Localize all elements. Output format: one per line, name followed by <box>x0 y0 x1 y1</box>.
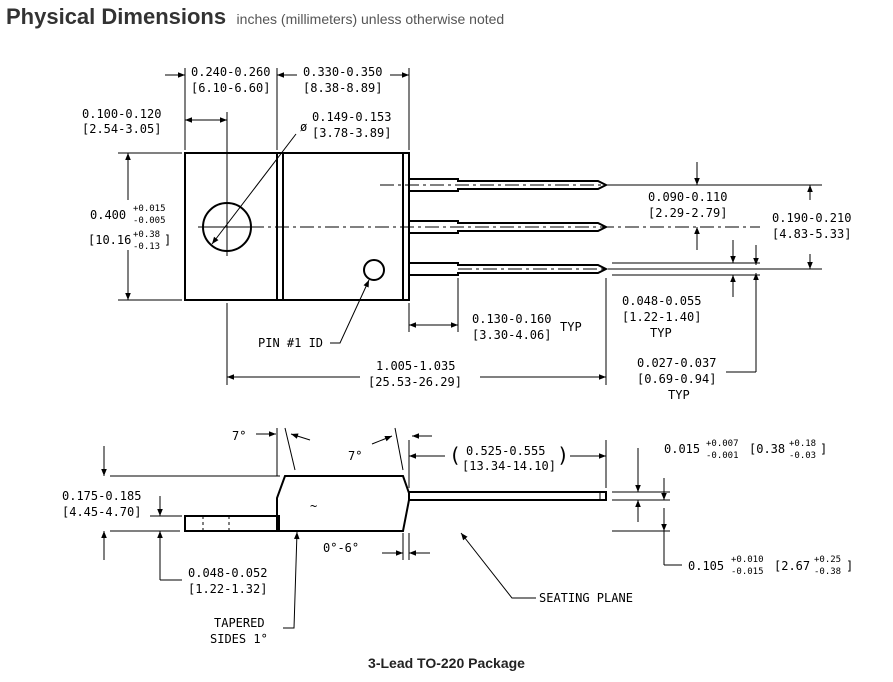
dim-tab-thickness: 0.048-0.052 <box>188 566 267 580</box>
dim-lead-width-mm: [0.69-0.94] <box>637 372 716 386</box>
dim-standoff-mm-minus: -0.38 <box>814 567 841 577</box>
dim-shoulder-width: 0.048-0.055 <box>622 294 701 308</box>
dim-lead-thickness: 0.015 <box>664 442 700 456</box>
dim-overall-length: 1.005-1.035 <box>376 359 455 373</box>
lead-3 <box>408 262 609 276</box>
dim-standoff-minus: -0.015 <box>731 567 764 577</box>
dim-standoff: 0.105 <box>688 559 724 573</box>
tilde-mark: ~ <box>310 499 317 513</box>
page-title: Physical Dimensions <box>6 4 227 29</box>
lead-1 <box>408 178 609 192</box>
seating-plane-label: SEATING PLANE <box>539 591 633 605</box>
dim-shoulder-length: 0.130-0.160 <box>472 312 551 326</box>
dim-lead-pitch-mm: [2.29-2.79] <box>648 206 727 220</box>
dim-lead-length-mm: [13.34-14.10] <box>462 459 556 473</box>
angle-left: 7° <box>232 429 246 443</box>
dim-lead-thickness-mm-close: ] <box>820 442 827 456</box>
dim-body-width: 0.330-0.350 <box>303 65 382 79</box>
dim-height-mm: [10.16 <box>88 233 131 247</box>
dim-lead-thickness-mm-minus: -0.03 <box>789 451 816 461</box>
dim-hole-diameter: 0.149-0.153 <box>312 110 391 124</box>
dim-shoulder-width-typ: TYP <box>650 326 672 340</box>
dim-hole-offset-mm: [2.54-3.05] <box>82 122 161 136</box>
top-view: 0.240-0.260 [6.10-6.60] 0.330-0.350 [8.3… <box>82 65 851 402</box>
dim-height-mm-tol-plus: +0.38 <box>133 230 160 240</box>
dim-standoff-plus: +0.010 <box>731 555 764 565</box>
tapered-sides-line2: SIDES 1° <box>210 632 268 646</box>
dim-hole-diameter-mm: [3.78-3.89] <box>312 126 391 140</box>
dim-lead-width-typ: TYP <box>668 388 690 402</box>
dim-tab-width: 0.240-0.260 <box>191 65 270 79</box>
header: Physical Dimensions inches (millimeters)… <box>6 4 504 30</box>
dim-lead-angle: 0°-6° <box>323 541 359 555</box>
hole-diameter-symbol: ø <box>300 120 307 134</box>
lead-2 <box>408 220 609 234</box>
dim-overall-length-mm: [25.53-26.29] <box>368 375 462 389</box>
angle-right: 7° <box>348 449 362 463</box>
figure-caption: 3-Lead TO-220 Package <box>368 655 525 671</box>
dim-shoulder-length-mm: [3.30-4.06] <box>472 328 551 342</box>
dim-tab-thickness-mm: [1.22-1.32] <box>188 582 267 596</box>
dim-lead-length: 0.525-0.555 <box>466 444 545 458</box>
dim-standoff-mm-plus: +0.25 <box>814 555 841 565</box>
dim-lead-width: 0.027-0.037 <box>637 356 716 370</box>
dim-body-height-mm: [4.45-4.70] <box>62 505 141 519</box>
pin1-marker <box>363 259 385 281</box>
side-view: ~ 7° 7° ( 0.525-0.555 [13.34-14.10] ) <box>62 427 853 646</box>
dim-body-height: 0.175-0.185 <box>62 489 141 503</box>
side-tab-outline <box>184 515 280 532</box>
dim-hole-offset: 0.100-0.120 <box>82 107 161 121</box>
tapered-sides-line1: TAPERED <box>214 616 265 630</box>
side-body-outline <box>276 475 410 532</box>
dim-lead-thickness-mm: [0.38 <box>749 442 785 456</box>
pin1-id-label: PIN #1 ID <box>258 336 323 350</box>
dim-height-tol-plus: +0.015 <box>133 204 166 214</box>
dim-height-tol-minus: -0.005 <box>133 216 166 226</box>
dim-lead-thickness-mm-plus: +0.18 <box>789 439 816 449</box>
side-lead-outline <box>408 491 607 501</box>
dim-body-width-mm: [8.38-8.89] <box>303 81 382 95</box>
dim-shoulder-length-typ: TYP <box>560 320 582 334</box>
dim-height-mm-close: ] <box>164 233 171 247</box>
dim-lead-thickness-plus: +0.007 <box>706 439 739 449</box>
lead-length-close-paren: ) <box>557 443 569 467</box>
dim-lead-span-mm: [4.83-5.33] <box>772 227 851 241</box>
dim-shoulder-width-mm: [1.22-1.40] <box>622 310 701 324</box>
page-subtitle: inches (millimeters) unless otherwise no… <box>236 11 505 27</box>
dim-height-mm-tol-minus: -0.13 <box>133 242 160 252</box>
dim-lead-pitch: 0.090-0.110 <box>648 190 727 204</box>
dim-standoff-mm: [2.67 <box>774 559 810 573</box>
dim-height: 0.400 <box>90 208 126 222</box>
dim-tab-width-mm: [6.10-6.60] <box>191 81 270 95</box>
dim-lead-thickness-minus: -0.001 <box>706 451 739 461</box>
dim-standoff-mm-close: ] <box>846 559 853 573</box>
lead-length-open-paren: ( <box>449 443 461 467</box>
dim-lead-span: 0.190-0.210 <box>772 211 851 225</box>
